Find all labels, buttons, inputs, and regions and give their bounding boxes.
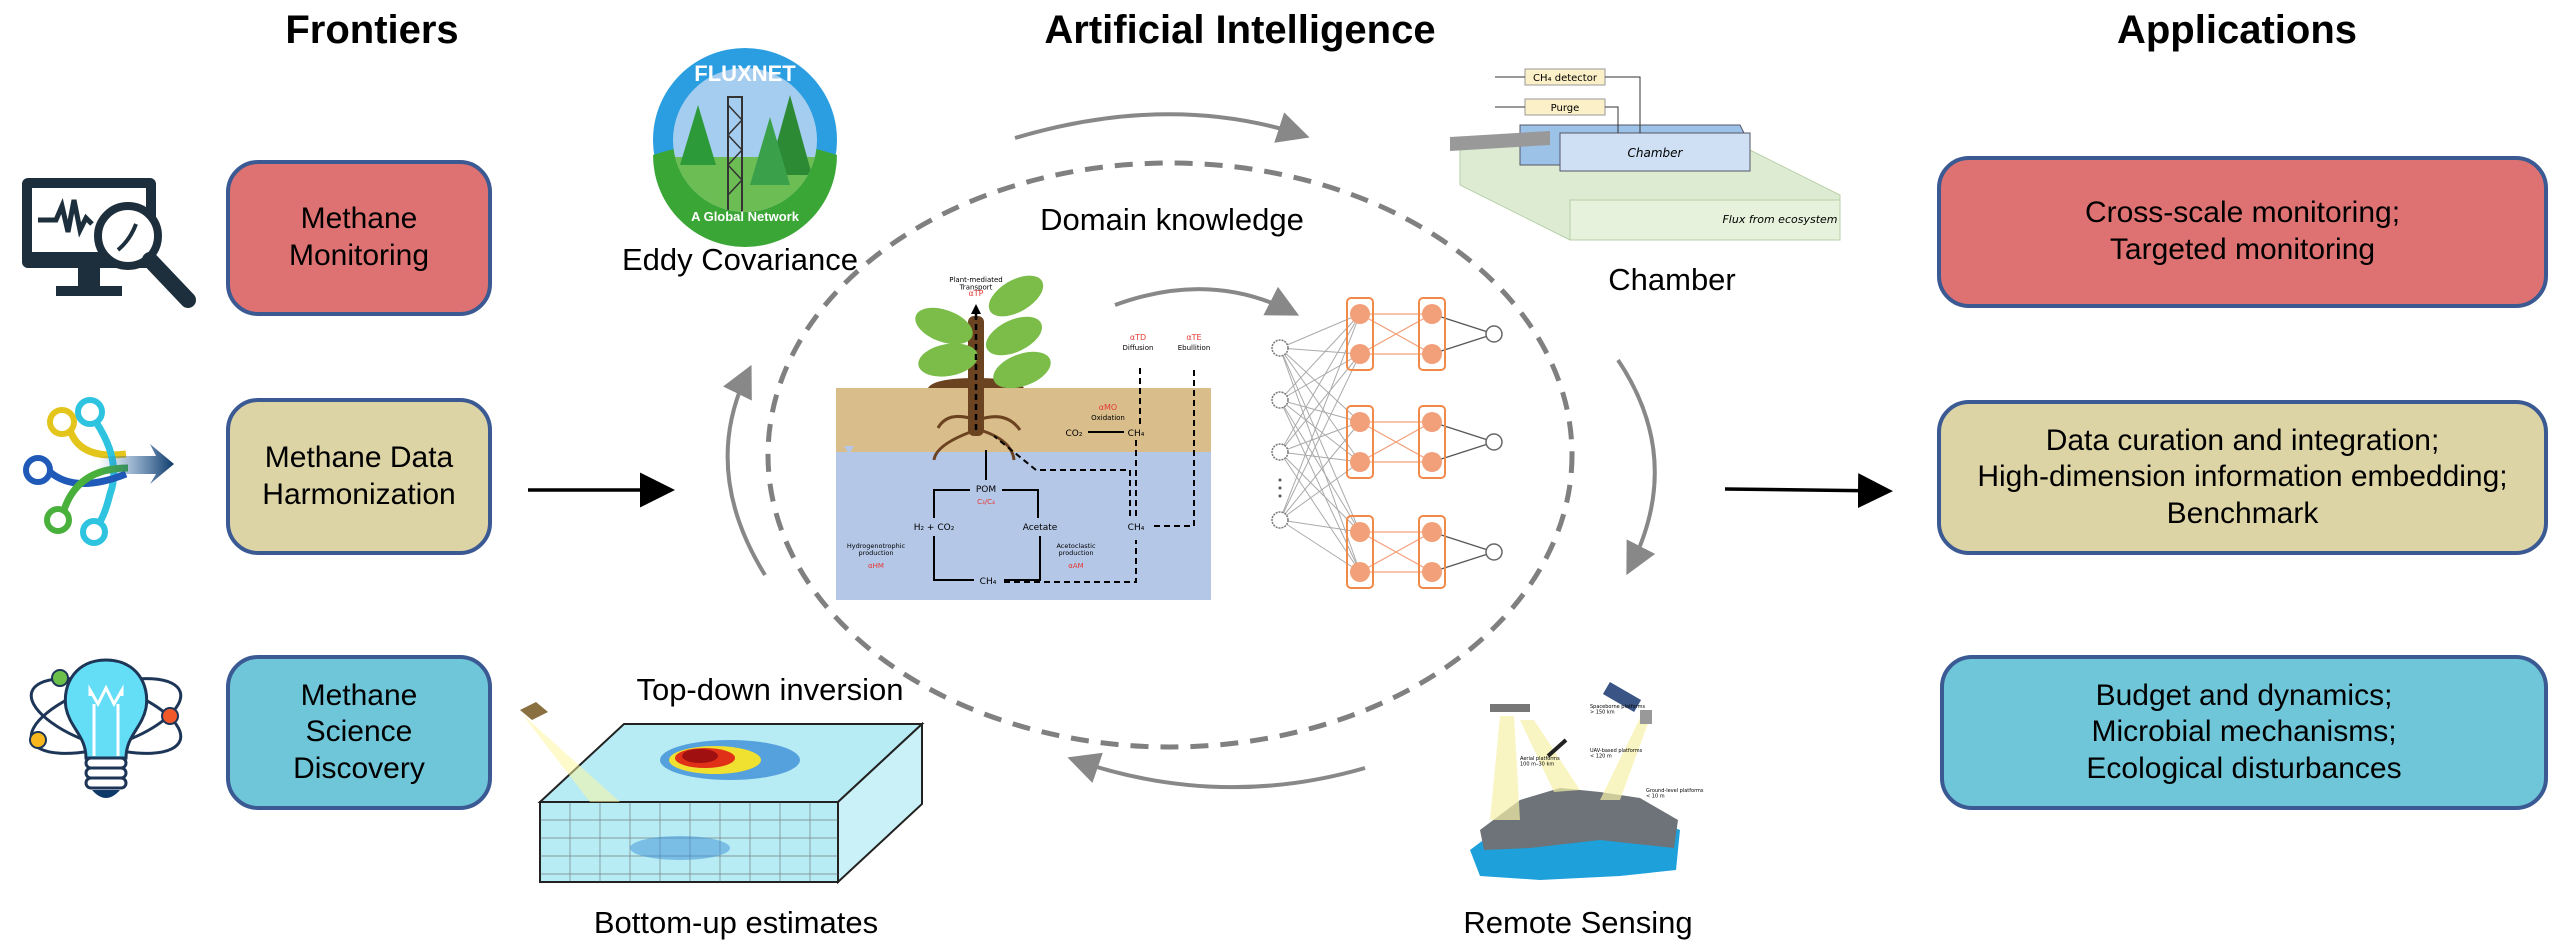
nn-hidden-node [1350,412,1370,432]
frontier-box-monitoring: Methane Monitoring [226,160,492,316]
frontier-box-discovery: Methane Science Discovery [226,655,492,810]
frontier-box-harmonization: Methane Data Harmonization [226,398,492,555]
inversion-cube-figure [520,702,925,885]
remote-sensing-label: Remote Sensing [1463,905,1693,940]
nn-input-node [1271,443,1289,461]
nn-layer-box [1346,297,1374,371]
diffusion-label: Diffusion [1123,344,1154,352]
bottom-up-label: Bottom-up estimates [593,905,879,940]
space-label: Spaceborne platforms> 150 km [1590,704,1646,716]
nn-hidden-node [1422,344,1442,364]
nn-layer-box [1346,515,1374,589]
nn-layer-box [1418,515,1446,589]
nn-ellipsis-dot [1278,486,1282,490]
bottom-cycle-arrow [1067,752,1366,790]
frontier-label: Methane Monitoring [288,202,430,272]
nn-output-node [1485,543,1503,561]
nn-input-node [1271,391,1289,409]
pom-label: POM [976,485,996,495]
uav-label: UAV-based platforms< 120 m [1590,748,1643,760]
nn-hidden-node [1350,522,1370,542]
lightbulb-atom-icon [29,658,183,798]
nn-hidden-node [1422,562,1442,582]
fluxnet-logo-icon: FLUXNET A Global Network [653,48,837,247]
ebullition-label: Ebullition [1178,344,1211,352]
c3c4-label: C₃/C₄ [977,498,995,506]
ai-to-applications-arrow [1724,473,1893,509]
nn-input-node [1271,511,1289,529]
nn-layer-box [1418,297,1446,371]
domain-knowledge-ellipse [765,160,1575,750]
left-cycle-arrow [723,364,767,577]
ch4-bottom-label: CH₄ [980,577,997,587]
ch4-top-label: CH₄ [1128,429,1145,439]
nn-hidden-node [1422,304,1442,324]
application-label: Budget and dynamics; Microbial mechanism… [2086,678,2402,785]
nn-output-node [1485,325,1503,343]
data-merge-arrow-icon [23,397,174,546]
nn-ellipsis-dot [1278,494,1282,498]
nn-input-node [1271,339,1289,357]
domain-knowledge-label: Domain knowledge [1040,202,1304,237]
alpha-hm-label: αHM [868,562,884,570]
fluxnet-title: FLUXNET [694,61,796,86]
alpha-tp-label: αTP [969,289,984,298]
chamber-label: Chamber [1608,262,1736,297]
eddy-covariance-label: Eddy Covariance [621,242,859,277]
frontier-label: Methane Data Harmonization [262,440,456,511]
chamber-inner-label: Chamber [1628,146,1684,160]
alpha-am-label: αAM [1068,562,1083,570]
monitor-magnifier-icon [22,178,196,308]
nn-output-node [1485,433,1503,451]
application-box-monitoring: Cross-scale monitoring; Targeted monitor… [1937,156,2548,308]
co2-label: CO₂ [1066,429,1083,439]
nn-ellipsis-dot [1278,478,1282,482]
ch4-mid-label: CH₄ [1128,523,1145,533]
frontiers-heading: Frontiers [285,8,459,52]
nn-hidden-node [1350,452,1370,472]
applications-heading: Applications [2116,8,2358,52]
nn-hidden-node [1422,412,1442,432]
inner-arrow [1114,286,1300,316]
chamber-purge-label: Purge [1551,103,1580,114]
application-box-science: Budget and dynamics; Microbial mechanism… [1940,655,2548,810]
nn-layer-box [1346,405,1374,479]
fluxnet-subtitle: A Global Network [691,209,800,224]
flux-label: Flux from ecosystem [1722,213,1837,226]
nn-layer-box [1418,405,1446,479]
nn-hidden-node [1350,304,1370,324]
nn-hidden-node [1422,522,1442,542]
alpha-td-label: αTD [1130,333,1146,342]
application-label: Cross-scale monitoring; Targeted monitor… [2084,196,2401,266]
acetate-label: Acetate [1023,523,1058,533]
top-cycle-arrow [1014,112,1310,143]
chamber-figure: CH₄ detector Purge Chamber Flux from eco… [1450,68,1841,241]
top-down-label: Top-down inversion [636,672,904,707]
nn-hidden-node [1422,452,1442,472]
nn-hidden-node [1350,344,1370,364]
chamber-detector-label: CH₄ detector [1533,73,1598,84]
alpha-mo-label: αMO [1099,403,1117,412]
ai-heading: Artificial Intelligence [1044,8,1436,52]
h2co2-label: H₂ + CO₂ [914,523,955,533]
ground-label: Ground-level platforms< 10 m [1646,788,1704,800]
frontier-label: Methane Science Discovery [293,678,425,785]
nn-hidden-node [1350,562,1370,582]
oxidation-label: Oxidation [1091,414,1125,422]
application-label: Data curation and integration; High-dime… [1977,423,2508,530]
application-box-data: Data curation and integration; High-dime… [1937,400,2548,555]
right-cycle-arrow [1616,358,1657,576]
neural-network-figure [1271,297,1503,589]
alpha-te-label: αTE [1186,333,1201,342]
